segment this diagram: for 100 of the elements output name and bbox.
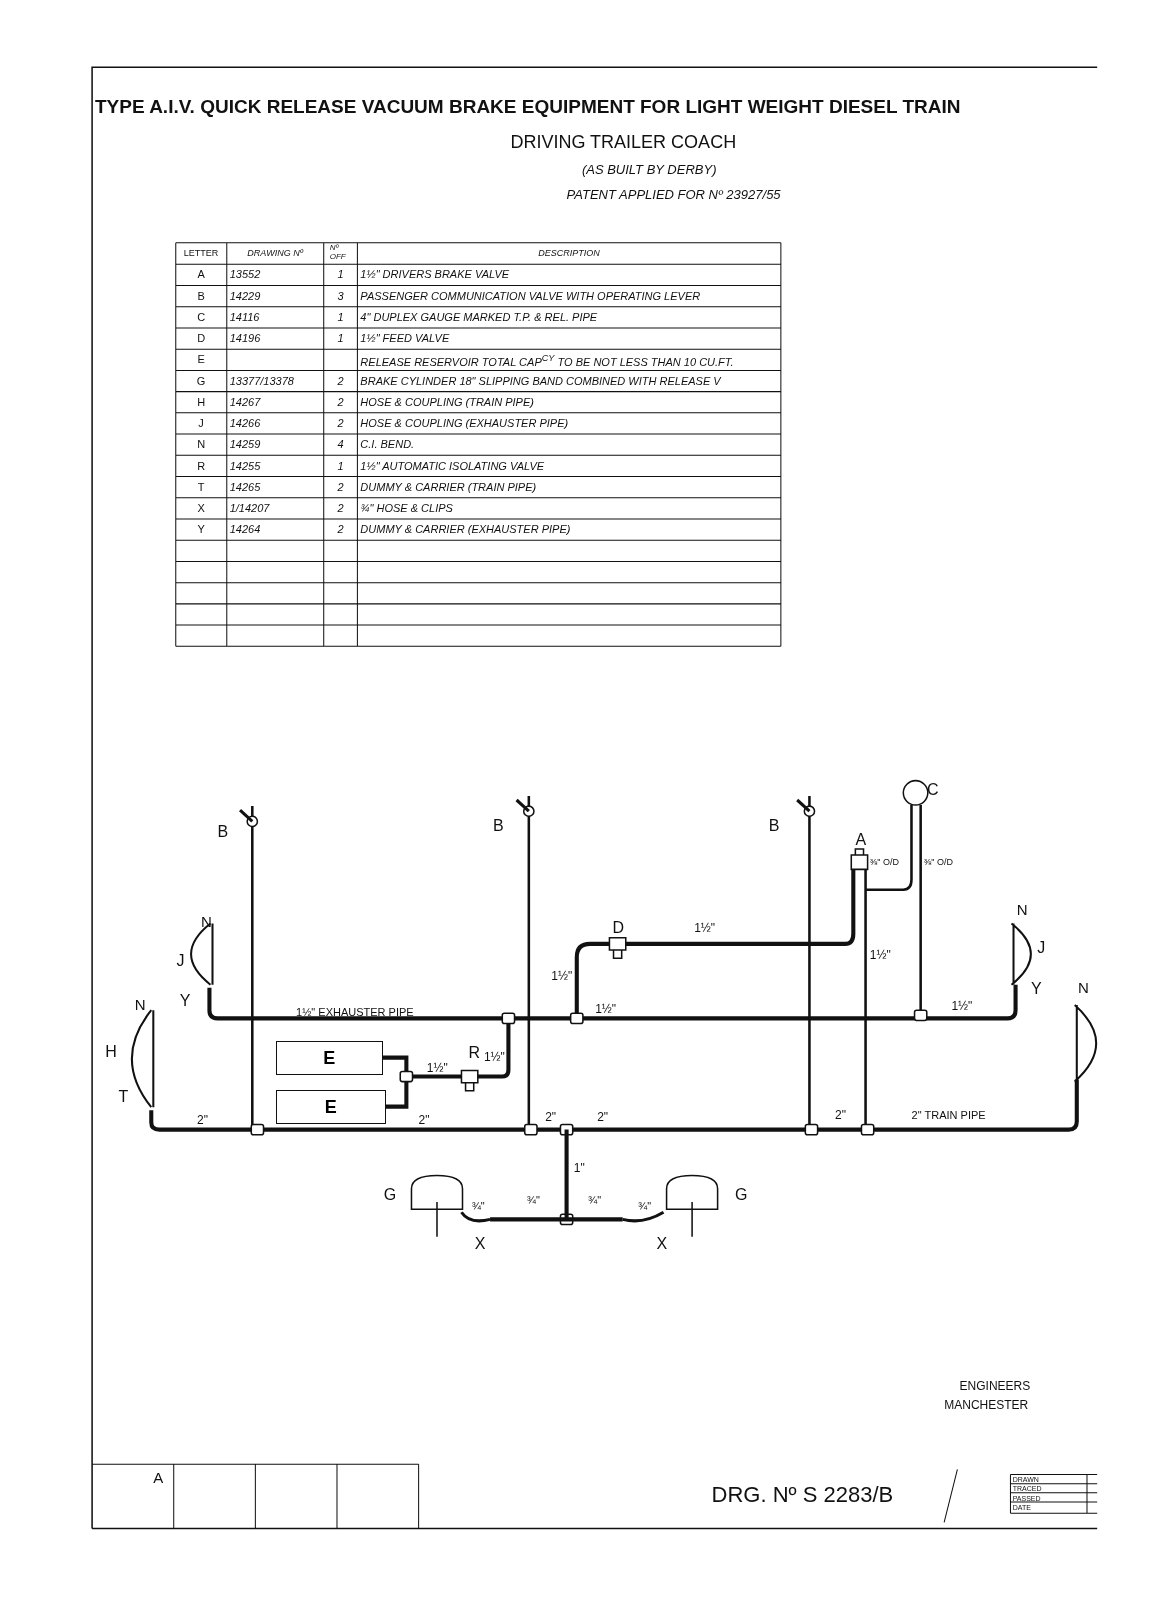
table-cell: 1 [337, 310, 344, 324]
table-cell: H [197, 395, 206, 408]
part-letter: N [134, 997, 146, 1014]
table-cell: 1½" FEED VALVE [360, 332, 450, 345]
pipe [382, 1055, 409, 1109]
revision-letter: A [153, 1470, 164, 1487]
table-cell: 4" DUPLEX GAUGE MARKED T.P. & REL. PIPE [360, 310, 598, 324]
table-cell: 2 [337, 417, 344, 430]
part-letter: A [855, 830, 867, 849]
part-letter: N [1078, 980, 1089, 997]
drawing-number: DRG. Nº S 2283/B [711, 1483, 894, 1508]
part-letter: H [105, 1043, 117, 1061]
table-cell: Y [197, 523, 205, 536]
table-cell: 13552 [229, 268, 261, 281]
pipe-size-label: 1½" [694, 921, 716, 935]
part-letter: J [176, 952, 185, 971]
table-cell: DUMMY & CARRIER (EXHAUSTER PIPE) [360, 523, 571, 536]
table-cell: 1 [337, 459, 344, 472]
table-cell: C [197, 310, 206, 324]
table-header: Nº OFF [329, 243, 347, 262]
table-cell: J [198, 417, 204, 430]
table-cell: 14255 [229, 459, 261, 472]
table-cell: 14229 [229, 289, 261, 302]
pipe-size-label: 2" [197, 1113, 208, 1127]
table-cell: 2 [337, 502, 344, 515]
table-cell: RELEASE RESERVOIR TOTAL CAP$^{CY}$ TO BE NOT LESS THAN 10 CU.FT. [360, 353, 734, 369]
table-cell: HOSE & COUPLING (EXHAUSTER PIPE) [360, 417, 569, 430]
reservoir-box [275, 1090, 386, 1124]
pipe-size-label: 1½" [595, 1003, 617, 1017]
part-letter: X [474, 1235, 486, 1253]
table-cell: 1 [337, 268, 344, 281]
table-cell: PASSENGER COMMUNICATION VALVE WITH OPERATING LEVER [360, 289, 701, 302]
table-cell: 13377/13378 [229, 374, 294, 387]
pipe-size-label: 1½" [483, 1051, 505, 1065]
pipe-size-label: 2" [545, 1110, 557, 1124]
table-cell: 14265 [229, 480, 261, 493]
part-letter: E [323, 1047, 336, 1069]
table-cell: C.I. BEND. [360, 438, 415, 451]
table-cell: 14264 [229, 523, 261, 536]
subtitle: DRIVING TRAILER COACH [510, 132, 737, 153]
title-block-text: MANCHESTER [944, 1398, 1029, 1412]
pipe-size-label: 2" [835, 1108, 846, 1122]
pipe-size-label: ¾" [588, 1194, 602, 1207]
pipe-size-label: 1½" [951, 1000, 973, 1014]
pipe-size-label: 2" [597, 1110, 609, 1124]
part-letter: J [1037, 939, 1046, 957]
table-cell: 1½" AUTOMATIC ISOLATING VALVE [360, 459, 545, 472]
table-cell: 2 [337, 480, 344, 493]
table-cell: 2 [337, 523, 344, 536]
part-letter: G [383, 1186, 397, 1204]
pipe-size-label: 1½" [426, 1061, 448, 1075]
part-letter: R [468, 1044, 481, 1062]
part-letter: B [217, 822, 229, 841]
pipe-size-label: ¾" [471, 1199, 485, 1212]
pipe-size-label: ⅜" O/D [923, 857, 954, 868]
table-cell: B [197, 289, 205, 302]
table-header: LETTER [183, 249, 219, 259]
part-letter: Y [1031, 980, 1042, 998]
part-letter: C [926, 780, 939, 799]
pipe-size-label: 1" [573, 1161, 585, 1175]
note: (AS BUILT BY DERBY) [581, 163, 717, 178]
title: TYPE A.I.V. QUICK RELEASE VACUUM BRAKE EQUIPMENT FOR LIGHT WEIGHT DIESEL TRAIN [94, 96, 961, 118]
table-cell: HOSE & COUPLING (TRAIN PIPE) [360, 395, 534, 408]
table-cell: 2 [337, 374, 344, 387]
part-letter: E [324, 1096, 337, 1118]
part-letter: B [768, 816, 780, 835]
table-cell: 14266 [229, 417, 261, 430]
part-letter: B [493, 816, 504, 835]
table-cell: G [196, 374, 206, 387]
part-letter: N [1016, 902, 1028, 919]
pipe-size-label: ¾" [638, 1199, 652, 1212]
table-cell: 14259 [229, 438, 261, 451]
pipe-size-label: ¾" [526, 1194, 540, 1207]
table-header: DESCRIPTION [538, 249, 600, 259]
table-cell: X [197, 502, 205, 515]
pipe-size-label: 1½" [869, 949, 891, 963]
pipe-size-label: ⅜" O/D [869, 857, 899, 868]
table-cell: R [197, 459, 206, 472]
pipe-name-label: 2" TRAIN PIPE [911, 1108, 986, 1121]
pipe-size-label: 1½" [551, 969, 573, 983]
part-letter: N [201, 913, 212, 931]
table-cell: 4 [337, 438, 344, 451]
table-cell: 14196 [229, 332, 261, 345]
table-cell: 2 [337, 395, 344, 408]
table-cell: 1 [337, 332, 344, 345]
part-letter: G [735, 1186, 748, 1204]
pipe-size-label: 2" [418, 1113, 430, 1127]
table-cell: A [197, 268, 205, 281]
table-cell: E [197, 353, 205, 366]
reservoir-box [275, 1041, 383, 1075]
table-cell: ¾" HOSE & CLIPS [360, 502, 453, 515]
part-letter: X [656, 1235, 668, 1253]
part-letter: D [612, 918, 625, 937]
table-cell: 14267 [229, 395, 261, 408]
table-header: DRAWING Nº [247, 249, 303, 259]
title-block-text: ENGINEERS [959, 1380, 1031, 1394]
table-cell: 1½" DRIVERS BRAKE VALVE [360, 268, 510, 281]
table-cell: N [197, 438, 206, 451]
pipe-name-label: 1½" EXHAUSTER PIPE [296, 1005, 414, 1018]
part-letter: Y [179, 992, 191, 1010]
